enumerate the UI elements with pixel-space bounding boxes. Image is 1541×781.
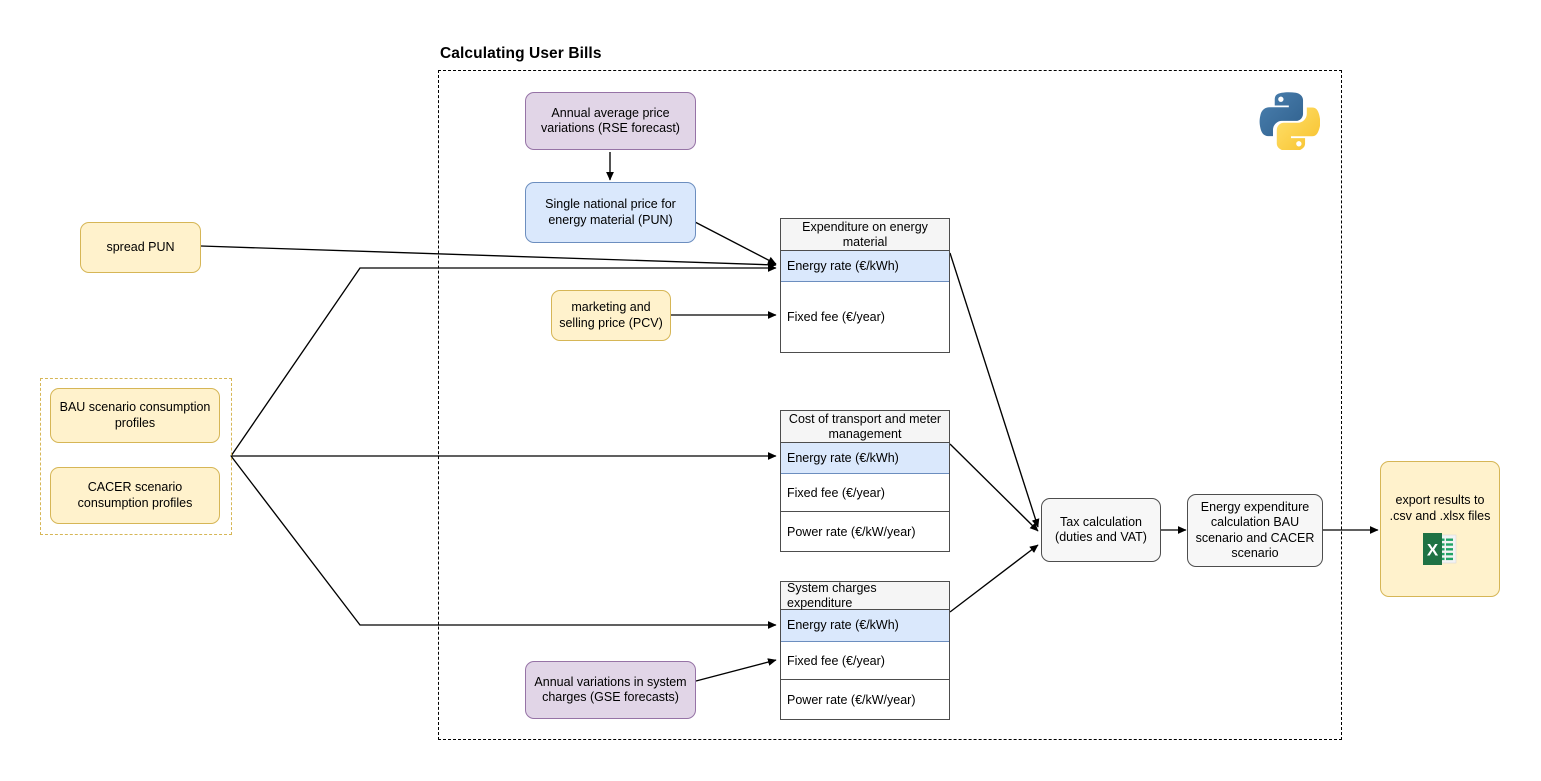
table-system-charges-expenditure: System charges expenditure Energy rate (… <box>780 581 950 720</box>
table-row[interactable]: Fixed fee (€/year) <box>781 474 949 512</box>
table-row[interactable]: Power rate (€/kW/year) <box>781 680 949 719</box>
table-cell-label: Power rate (€/kW/year) <box>787 524 916 539</box>
table-header: Expenditure on energy material <box>781 219 949 251</box>
table-cost-transport-meter: Cost of transport and meter management E… <box>780 410 950 552</box>
node-spread-pun[interactable]: spread PUN <box>80 222 201 273</box>
node-pcv[interactable]: marketing and selling price (PCV) <box>551 290 671 341</box>
node-rse-forecast[interactable]: Annual average price variations (RSE for… <box>525 92 696 150</box>
table-row[interactable]: Energy rate (€/kWh) <box>781 610 949 642</box>
svg-text:X: X <box>1427 540 1439 559</box>
page-title: Calculating User Bills <box>440 45 602 62</box>
node-tax-calculation[interactable]: Tax calculation (duties and VAT) <box>1041 498 1161 562</box>
node-cacer-profiles-label: CACER scenario consumption profiles <box>77 480 193 510</box>
node-pun[interactable]: Single national price for energy materia… <box>525 182 696 243</box>
node-pun-label: Single national price for energy materia… <box>545 197 676 227</box>
table-cell-label: Power rate (€/kW/year) <box>787 692 916 707</box>
table-row[interactable]: Fixed fee (€/year) <box>781 282 949 352</box>
table-cell-label: Energy rate (€/kWh) <box>787 451 899 465</box>
node-pcv-label: marketing and selling price (PCV) <box>559 300 663 330</box>
node-gse-forecast-label: Annual variations in system charges (GSE… <box>534 674 687 704</box>
process-boundary <box>438 70 1342 740</box>
table-row[interactable]: Fixed fee (€/year) <box>781 641 949 681</box>
table-cell-label: Fixed fee (€/year) <box>787 310 885 324</box>
node-export-results-label: export results to .csv and .xlsx files <box>1389 493 1491 523</box>
node-bau-profiles-label: BAU scenario consumption profiles <box>59 400 211 430</box>
node-energy-expenditure-label: Energy expenditure calculation BAU scena… <box>1195 500 1315 560</box>
node-export-results[interactable]: export results to .csv and .xlsx files <box>1380 461 1500 597</box>
scenario-group-boundary <box>40 378 232 535</box>
table-cell-label: Energy rate (€/kWh) <box>787 618 899 633</box>
table-row[interactable]: Power rate (€/kW/year) <box>781 512 949 551</box>
table-expenditure-energy-material: Expenditure on energy material Energy ra… <box>780 218 950 353</box>
table-cell-label: Energy rate (€/kWh) <box>787 259 899 273</box>
python-logo-icon <box>1258 88 1321 155</box>
table-header: Cost of transport and meter management <box>781 411 949 443</box>
node-bau-profiles[interactable]: BAU scenario consumption profiles <box>50 388 220 443</box>
table-header: System charges expenditure <box>781 581 949 610</box>
node-energy-expenditure-calculation[interactable]: Energy expenditure calculation BAU scena… <box>1187 494 1323 567</box>
node-spread-pun-label: spread PUN <box>106 239 175 254</box>
node-rse-forecast-label: Annual average price variations (RSE for… <box>541 105 680 135</box>
table-cell-label: Fixed fee (€/year) <box>787 653 885 668</box>
node-cacer-profiles[interactable]: CACER scenario consumption profiles <box>50 467 220 524</box>
table-row[interactable]: Energy rate (€/kWh) <box>781 443 949 474</box>
table-row[interactable]: Energy rate (€/kWh) <box>781 251 949 282</box>
node-gse-forecast[interactable]: Annual variations in system charges (GSE… <box>525 661 696 719</box>
node-tax-calculation-label: Tax calculation (duties and VAT) <box>1055 514 1147 544</box>
table-cell-label: Fixed fee (€/year) <box>787 485 885 500</box>
excel-icon: X <box>1423 532 1457 565</box>
